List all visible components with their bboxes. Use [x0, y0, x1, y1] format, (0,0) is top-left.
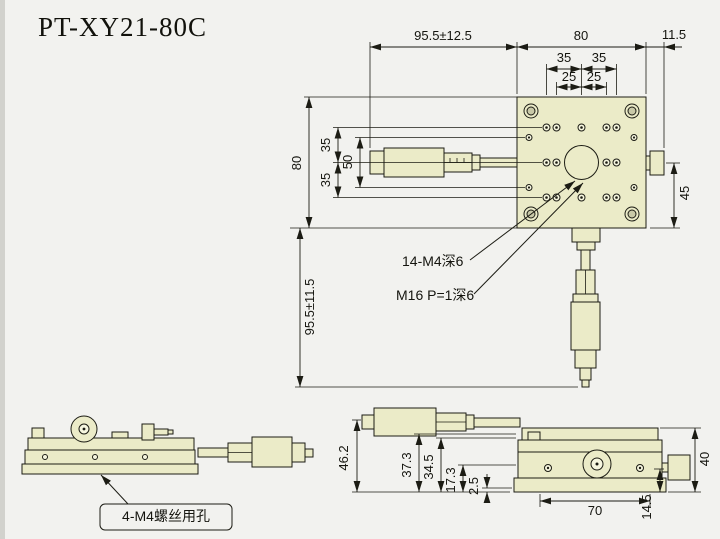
top-plate — [521, 427, 659, 441]
dim-height-145: 14.5 — [639, 494, 654, 519]
dim-height-373: 37.3 — [399, 452, 414, 477]
label-m4-holes: 14-M4深6 — [402, 253, 464, 269]
right-knob — [661, 454, 691, 481]
dim-travel-vertical: 95.5±11.5 — [302, 279, 317, 336]
y-axis-micrometer — [570, 227, 601, 388]
micrometer-mount — [571, 227, 601, 243]
dim-hole-25a: 25 — [562, 69, 576, 84]
side-holes — [525, 134, 638, 191]
micrometer-ratchet — [361, 414, 375, 430]
m16-center-hole — [564, 145, 599, 180]
clamp-block — [111, 431, 129, 439]
dim-height-40: 40 — [697, 452, 712, 466]
label-mounting-holes: 4-M4螺丝用孔 — [122, 508, 210, 524]
dim-hole-v35b: 35 — [318, 173, 333, 187]
dim-hole-v35a: 35 — [318, 138, 333, 152]
callout-box — [99, 503, 233, 531]
micrometer-spindle — [580, 249, 591, 271]
base-plate — [21, 463, 199, 475]
adjust-screw — [141, 423, 155, 441]
micrometer-thimble — [373, 407, 437, 437]
micrometer-ratchet — [291, 442, 306, 463]
side-micrometer — [197, 436, 314, 468]
dim-hole-35b: 35 — [592, 50, 606, 65]
base-plate — [513, 477, 667, 493]
dim-travel-horizontal: 95.5±12.5 — [414, 28, 472, 43]
right-side-view: 46.2 37.3 34.5 17.3 2.5 70 14.5 40 — [336, 407, 712, 520]
dim-body-height: 80 — [289, 156, 304, 170]
callouts: 14-M4深6 M16 P=1深6 — [396, 180, 584, 303]
dim-knob-offset: 45 — [677, 186, 692, 200]
window-edge — [0, 0, 5, 539]
top-view: 95.5±12.5 80 11.5 35 35 25 25 80 35 50 3… — [289, 27, 692, 388]
mid-plate — [24, 449, 196, 465]
micrometer-thimble — [251, 436, 293, 468]
dimension-lines — [296, 43, 682, 387]
dim-hole-25b: 25 — [587, 69, 601, 84]
dim-body-width: 80 — [574, 28, 588, 43]
label-m16-thread: M16 P=1深6 — [396, 287, 474, 303]
lock-screw — [31, 427, 45, 439]
top-plate — [27, 437, 195, 451]
dim-height-345: 34.5 — [421, 454, 436, 479]
micrometer-spindle — [473, 417, 521, 428]
micrometer-ratchet — [574, 349, 597, 369]
micrometer-thimble — [570, 301, 601, 351]
dimension-lines — [353, 420, 699, 505]
top-micrometer — [361, 407, 521, 437]
dim-base-width: 70 — [588, 503, 602, 518]
m4-hole-grid — [542, 123, 621, 202]
dim-hole-v50: 50 — [340, 155, 355, 169]
corner-screws — [523, 103, 640, 222]
screw-hole-callout: 4-M4螺丝用孔 — [99, 474, 233, 531]
dim-height-25: 2.5 — [466, 477, 481, 495]
dim-knob-width: 11.5 — [662, 27, 686, 42]
dim-hole-35a: 35 — [557, 50, 571, 65]
right-knob — [645, 150, 665, 176]
dim-total-height: 46.2 — [336, 445, 351, 470]
dim-height-173: 17.3 — [443, 467, 458, 492]
lock-screw — [527, 431, 541, 441]
micrometer-spindle — [197, 447, 229, 458]
left-side-view: 4-M4螺丝用孔 — [21, 415, 314, 531]
part-number-title: PT-XY21-80C — [38, 12, 208, 42]
